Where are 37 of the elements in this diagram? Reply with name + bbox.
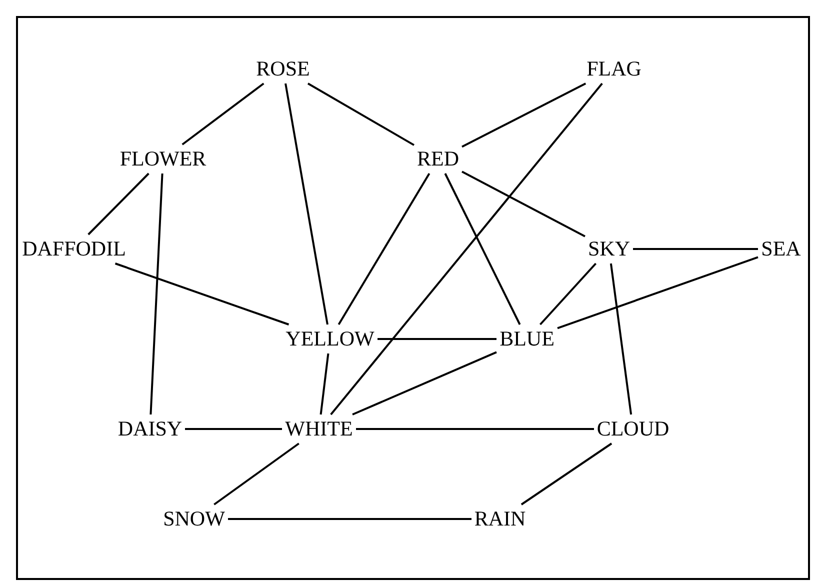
connector-line [307,82,414,146]
connector-line [214,442,300,506]
connector-line [228,518,472,520]
connector-line [462,82,586,148]
node-label: SEA [758,234,804,264]
node-label: SKY [585,234,633,264]
node-label: YELLOW [282,324,378,354]
connector-line [378,338,496,340]
node-label: RAIN [471,504,529,534]
connector-line [320,353,330,415]
node-label: BLUE [496,324,558,354]
connector-line [88,172,150,236]
node-label: RED [414,144,462,174]
connector-line [557,256,758,330]
node-label: FLAG [584,54,644,84]
node-label: WHITE [282,414,356,444]
connector-line [185,428,282,430]
node-label: FLOWER [116,144,210,174]
connector-line [284,83,328,325]
connector-line [352,351,497,416]
connector-line [182,82,264,146]
connector-line [114,262,290,326]
connector-line [520,442,612,506]
node-label: SNOW [160,504,228,534]
connector-line [610,263,632,415]
node-label: DAFFODIL [19,234,129,264]
connector-line [539,262,597,326]
node-label: DAISY [114,414,186,444]
connector-line [633,248,758,250]
connector-line [330,82,603,416]
connector-line [462,170,586,238]
connector-line [444,173,521,325]
connector-line [150,173,164,415]
node-label: CLOUD [594,414,672,444]
connector-line [338,172,430,326]
node-label: ROSE [253,54,313,84]
connector-line [356,428,594,430]
